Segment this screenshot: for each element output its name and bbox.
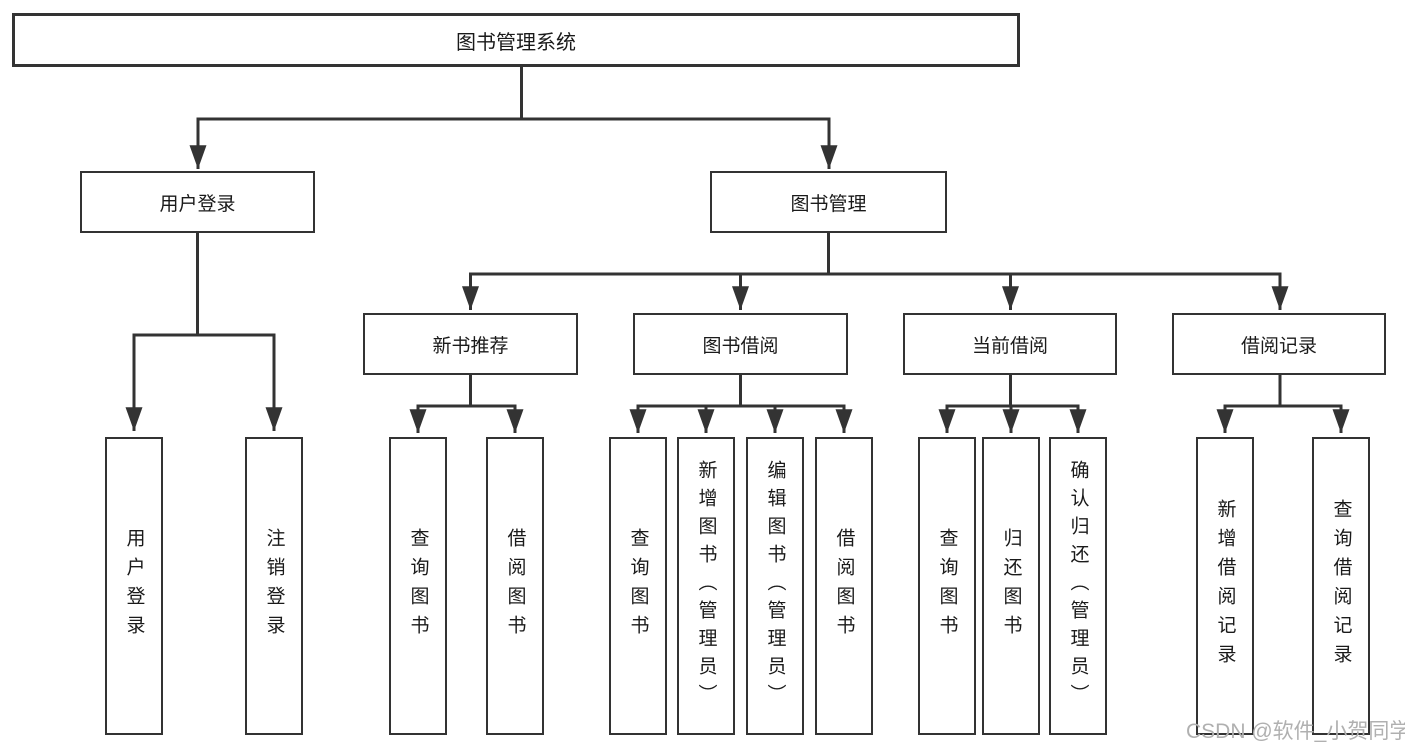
node-user-login: 用户登录 (80, 171, 315, 233)
node-current-borrowing: 当前借阅 (903, 313, 1117, 375)
leaf-query-borrow-record: 查询借阅记录 (1312, 437, 1370, 735)
leaf-borrow-books: 借阅图书 (815, 437, 873, 735)
node-label: 归还图书 (1000, 528, 1022, 644)
node-label: 借阅图书 (504, 528, 526, 644)
node-label: 图书借阅 (702, 335, 779, 357)
node-label: 新增图书（管理员） (695, 460, 717, 712)
leaf-query-books-newbook: 查询图书 (389, 437, 447, 735)
node-label: 确认归还（管理员） (1067, 460, 1089, 712)
csdn-watermark: CSDN @软件_小贺同学 (1186, 720, 1405, 743)
leaf-borrow-books-newbook: 借阅图书 (486, 437, 544, 735)
leaf-query-books-current: 查询图书 (918, 437, 976, 735)
node-label: 查询图书 (936, 528, 958, 644)
node-new-book-recommendation: 新书推荐 (363, 313, 578, 375)
leaf-confirm-return-admin: 确认归还（管理员） (1049, 437, 1107, 735)
node-label: 借阅记录 (1240, 335, 1317, 357)
leaf-user-login: 用户登录 (105, 437, 163, 735)
node-label: 查询借阅记录 (1330, 499, 1352, 673)
node-book-management: 图书管理 (710, 171, 947, 233)
node-borrowing-records: 借阅记录 (1172, 313, 1386, 375)
node-label: 用户登录 (123, 528, 145, 644)
node-label: 图书管理系统 (456, 31, 576, 54)
node-label: 图书管理 (790, 193, 867, 215)
node-label: 新书推荐 (432, 335, 509, 357)
node-label: 当前借阅 (971, 335, 1048, 357)
node-label: 借阅图书 (833, 528, 855, 644)
node-book-borrowing: 图书借阅 (633, 313, 848, 375)
leaf-logout: 注销登录 (245, 437, 303, 735)
node-label: 注销登录 (263, 528, 285, 644)
leaf-add-borrow-record: 新增借阅记录 (1196, 437, 1254, 735)
leaf-edit-books-admin: 编辑图书（管理员） (746, 437, 804, 735)
leaf-query-books-borrow: 查询图书 (609, 437, 667, 735)
node-label: 用户登录 (159, 193, 236, 215)
node-label: 编辑图书（管理员） (764, 460, 786, 712)
node-label: 新增借阅记录 (1214, 499, 1236, 673)
node-root-library-system: 图书管理系统 (12, 13, 1020, 67)
leaf-add-books-admin: 新增图书（管理员） (677, 437, 735, 735)
node-label: 查询图书 (407, 528, 429, 644)
node-label: 查询图书 (627, 528, 649, 644)
leaf-return-books: 归还图书 (982, 437, 1040, 735)
